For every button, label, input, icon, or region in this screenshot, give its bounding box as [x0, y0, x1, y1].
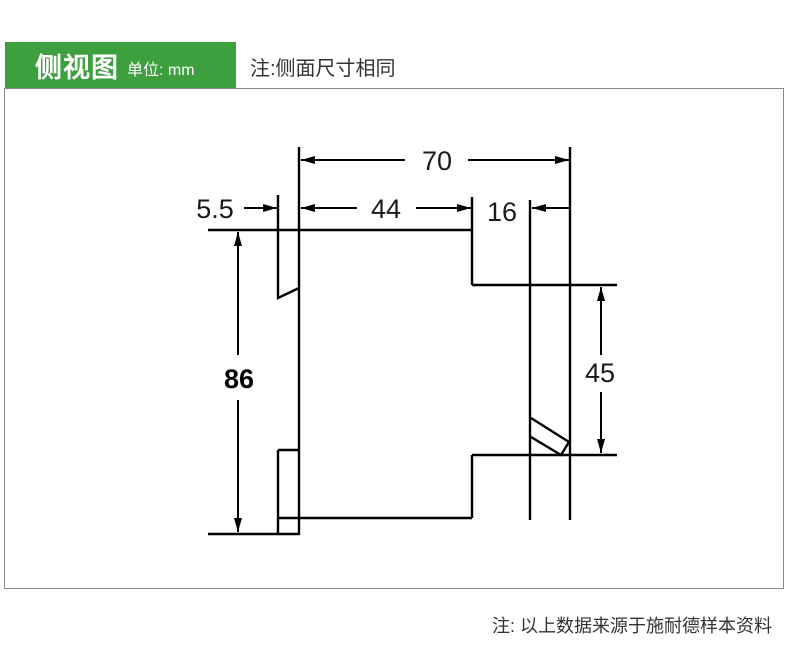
drawing-frame: [4, 88, 784, 589]
dimension-terminal-depth: 16: [487, 197, 570, 227]
section-title: 侧视图: [35, 52, 119, 83]
dim-5-5-label: 5.5: [196, 194, 234, 224]
dimension-body-depth: 44: [301, 194, 471, 224]
dim-44-label: 44: [371, 194, 401, 224]
dimension-overall-height: 86: [224, 232, 254, 532]
rail-clip-lower: [276, 448, 299, 535]
dimension-front-height: 45: [585, 287, 615, 453]
source-note: 注: 以上数据来源于施耐德样本资料: [491, 616, 772, 636]
rail-clip-upper: [276, 195, 300, 300]
dim-16-label: 16: [487, 197, 517, 227]
dim-70-label: 70: [422, 146, 452, 176]
unit-label: 单位: mm: [127, 62, 195, 79]
device-outline: [208, 147, 617, 536]
dimension-rail-offset: 5.5: [196, 194, 277, 224]
side-note: 注:侧面尺寸相同: [250, 58, 396, 80]
dimension-overall-depth: 70: [301, 146, 569, 176]
toggle-lever: [530, 416, 571, 457]
dim-45-label: 45: [585, 358, 615, 388]
section-tab: 侧视图 单位: mm: [5, 42, 236, 88]
dim-86-label: 86: [224, 364, 254, 394]
